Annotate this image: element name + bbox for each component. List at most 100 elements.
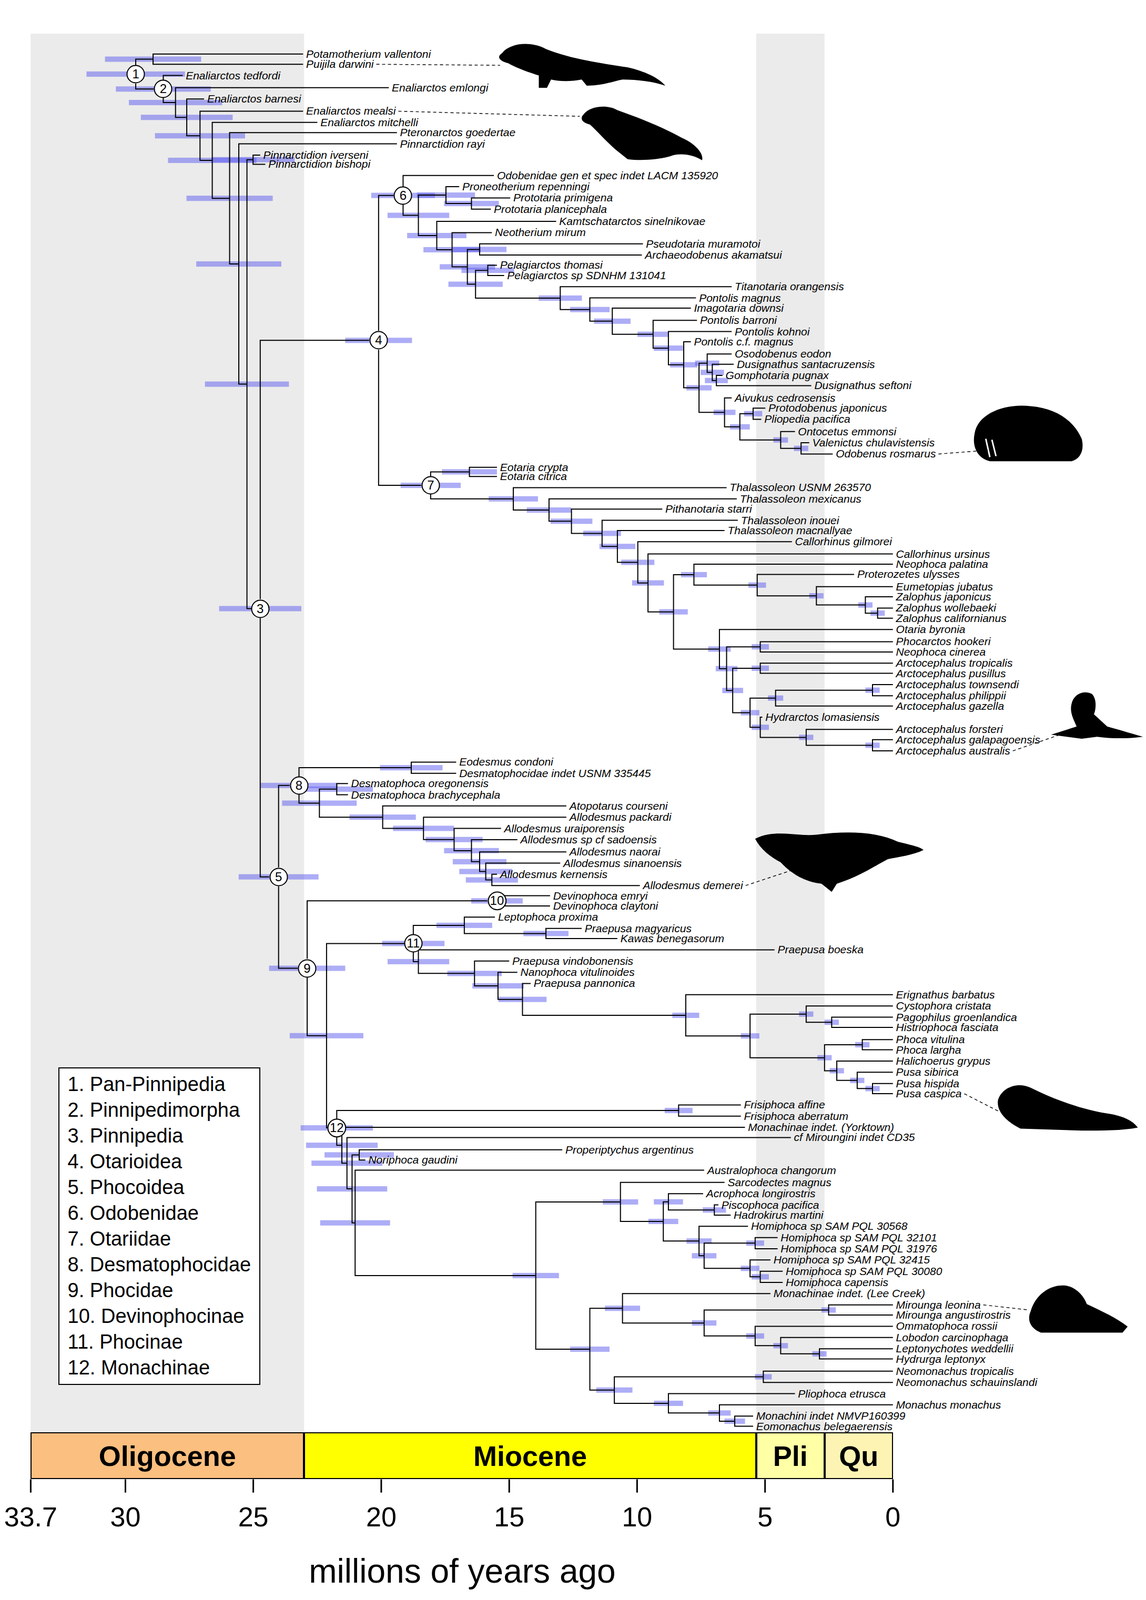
- tree-line: [469, 471, 498, 477]
- tree-line: [872, 745, 894, 752]
- clade-number: 4: [374, 333, 382, 347]
- taxon-label: Gomphotaria pugnax: [725, 369, 829, 382]
- tree-branch: [260, 340, 370, 600]
- tree-line: [704, 1255, 750, 1269]
- tree-line: [647, 583, 674, 613]
- taxon-label: Pliophoca etrusca: [797, 1388, 886, 1401]
- taxon-label: Allodesmus demerei: [642, 879, 743, 892]
- tree-line: [828, 1305, 894, 1311]
- tree-branch: [378, 195, 394, 332]
- epoch-name: Qu: [838, 1441, 879, 1472]
- tree-line: [479, 244, 643, 250]
- tree-line: [877, 613, 894, 619]
- tree-line: [571, 509, 663, 522]
- tree-line: [716, 375, 723, 381]
- axis-tick-label: 33.7: [4, 1502, 58, 1533]
- taxon-label: Praepusa pannonica: [533, 977, 636, 990]
- tree-line: [824, 1045, 863, 1059]
- tree-line: [238, 264, 248, 385]
- tree-line: [471, 839, 517, 851]
- taxon-label: Atopotarus courseni: [569, 800, 668, 813]
- tree-line: [685, 995, 894, 1016]
- legend-entry: 6. Odobenidae: [67, 1200, 252, 1227]
- tree-line: [153, 54, 303, 60]
- tree-line: [698, 1226, 748, 1242]
- taxon-label: Homiphoca sp SAM PQL 30080: [785, 1265, 942, 1278]
- tree-line: [612, 321, 654, 335]
- taxon-label: Arctocephalus gazella: [896, 700, 1004, 713]
- taxon-label: Mirounga angustirostris: [896, 1309, 1011, 1322]
- tree-line: [341, 1145, 348, 1164]
- clade-number: 8: [295, 779, 303, 793]
- taxon-label: Sarcodectes magnus: [727, 1177, 831, 1189]
- clade-number: 7: [427, 479, 434, 492]
- tree-line: [698, 1241, 705, 1256]
- tree-line: [760, 663, 894, 669]
- taxon-label: Arctocephalus galapagoensis: [896, 734, 1041, 746]
- clade-number: 9: [303, 962, 311, 976]
- tree-line: [471, 197, 511, 204]
- taxon-label: Hydrarctos lomasiensis: [765, 711, 880, 724]
- tree-line: [326, 1036, 337, 1129]
- taxon-label: Kawas benegasorum: [620, 932, 725, 945]
- axis-tick-label: 0: [885, 1502, 901, 1533]
- taxon-label: Protodobenus japonicus: [768, 402, 887, 414]
- clade-number: 10: [490, 894, 505, 908]
- leader-line: [964, 1093, 1001, 1113]
- tree-line: [355, 1223, 536, 1276]
- tree-line: [464, 925, 546, 935]
- tree-line: [355, 1170, 705, 1224]
- taxon-label: Odobenidae gen et spec indet LACM 135920: [497, 169, 718, 182]
- circle-shape: [298, 959, 317, 978]
- axis-tick: [636, 1479, 638, 1493]
- oligocene-band: [30, 33, 304, 1434]
- tree-line: [780, 440, 801, 449]
- taxon-label: Allodesmus sinanoensis: [563, 857, 682, 870]
- tree-line: [760, 717, 763, 728]
- tree-line: [653, 334, 669, 349]
- legend-entry: 7. Otariidae: [67, 1226, 252, 1253]
- taxon-label: Homiphoca capensis: [785, 1276, 889, 1289]
- tree-line: [749, 698, 776, 714]
- tree-line: [724, 412, 740, 428]
- tree-line: [199, 135, 212, 161]
- taxon-label: Zalophus japonicus: [896, 591, 992, 603]
- tree-line: [453, 828, 501, 840]
- taxon-label: Histriophoca fasciata: [896, 1021, 999, 1034]
- taxon-label: Homiphoca sp SAM PQL 30568: [751, 1220, 908, 1233]
- taxon-label: Desmatophoca oregonensis: [350, 777, 489, 790]
- axis-tick-label: 5: [757, 1502, 773, 1533]
- axis-tick: [508, 1479, 511, 1493]
- taxon-label: Prototaria planicephala: [493, 203, 607, 216]
- tree-line: [757, 585, 817, 596]
- tree-line: [739, 427, 782, 441]
- tree-line: [247, 384, 261, 610]
- tree-line: [445, 195, 472, 204]
- clade-circle: 12: [327, 1118, 347, 1139]
- taxon-label: Dusignathus seftoni: [814, 379, 911, 392]
- clade-circle: 1: [126, 64, 146, 84]
- tree-line: [359, 1154, 366, 1161]
- circle-shape: [327, 1119, 346, 1138]
- tree-line: [469, 467, 498, 473]
- taxon-label: Arctocephalus pusillus: [896, 667, 1007, 680]
- tree-branch: [378, 349, 422, 486]
- tree-line: [872, 1088, 894, 1094]
- tree-line: [617, 530, 725, 547]
- circle-shape: [269, 868, 288, 886]
- tree-line: [749, 1014, 807, 1037]
- circle-shape: [251, 600, 269, 618]
- clade-circle: 8: [289, 776, 309, 796]
- walrus-tusk: [985, 438, 996, 458]
- tree-line: [475, 270, 488, 285]
- taxon-label: Prototaria primigena: [513, 191, 613, 204]
- tree-line: [307, 968, 327, 1037]
- tree-line: [704, 1323, 756, 1337]
- tree-line: [806, 729, 894, 738]
- taxon-label: Homiphoca sp SAM PQL 31976: [780, 1243, 937, 1255]
- axis-title: millions of years ago: [308, 1553, 616, 1590]
- tree-line: [382, 817, 424, 829]
- tree-line: [836, 1061, 894, 1071]
- tree-line: [247, 159, 254, 385]
- taxon-label: Properiptychus argentinus: [565, 1144, 694, 1156]
